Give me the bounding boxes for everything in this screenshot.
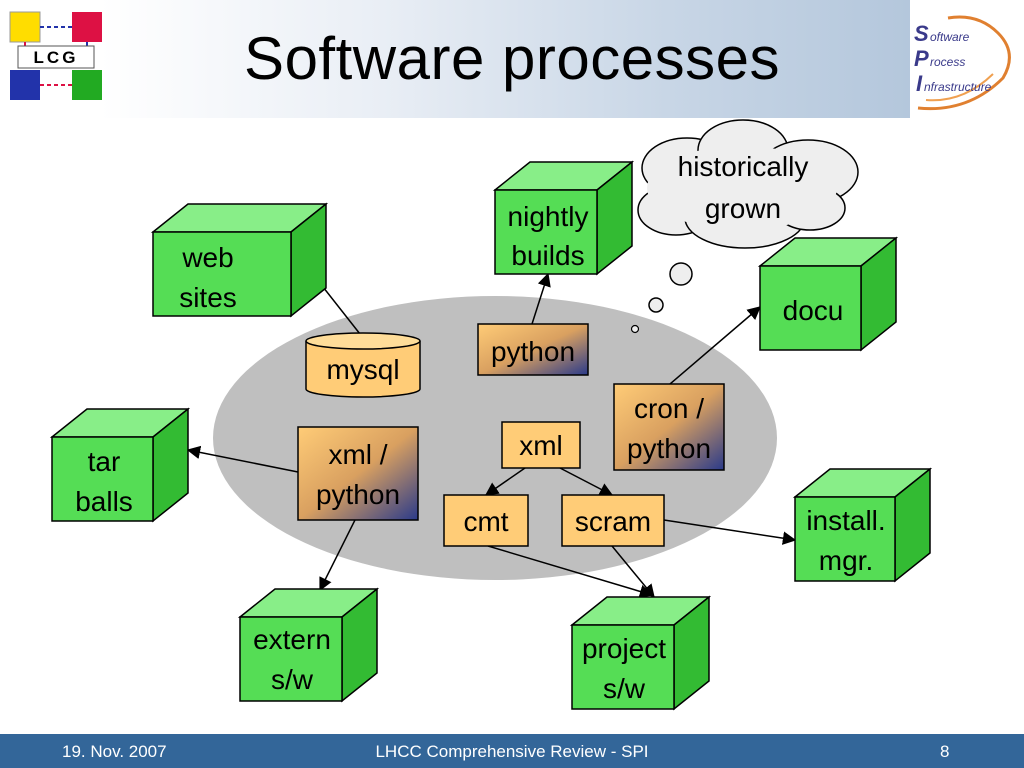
tool-cron-python-line-1: cron / (634, 393, 704, 424)
tool-xml-python-line-1: xml / (328, 439, 387, 470)
tool-xml-label: xml (519, 430, 563, 461)
cube-install-mgr-line-2: mgr. (819, 545, 873, 576)
cube-nightly-builds-line-1: nightly (508, 201, 589, 232)
tool-xml-python-line-2: python (316, 479, 400, 510)
cloud-line-1: historically (678, 151, 809, 182)
tool-mysql: mysql (305, 332, 421, 398)
cloud-callout: historically grown (630, 119, 859, 334)
cube-web-sites: web sites (150, 202, 329, 318)
tool-xml: xml (501, 421, 581, 469)
footer-date: 19. Nov. 2007 (62, 742, 167, 761)
lcg-logo-text: LCG (34, 48, 79, 67)
arrow-cmt-project (487, 545, 654, 598)
tool-scram-label: scram (575, 506, 651, 537)
cube-extern-sw-line-1: extern (253, 624, 331, 655)
arrow-python-nightly (531, 272, 551, 325)
arrow-scram-project (611, 545, 655, 599)
lcg-logo: LCG (9, 11, 102, 100)
process-diagram: historically grown web sites nightly bui… (49, 119, 933, 711)
cube-docu: docu (757, 236, 899, 352)
cube-install-mgr: install. mgr. (792, 467, 933, 583)
spi-s: S (914, 21, 929, 46)
spi-i: I (916, 71, 923, 96)
arrow-xml-scram (559, 467, 614, 496)
footer-page-number: 8 (940, 742, 950, 761)
cube-project-sw: project s/w (569, 595, 712, 711)
spi-rocess: rocess (930, 55, 965, 69)
tool-xml-python: xml / python (297, 426, 419, 521)
footer: 19. Nov. 2007 LHCC Comprehensive Review … (0, 734, 1024, 768)
cube-tar-balls-line-2: balls (75, 486, 133, 517)
cube-extern-sw-line-2: s/w (271, 664, 314, 695)
cube-docu-label: docu (783, 295, 844, 326)
arrow-scram-install (663, 519, 797, 545)
cube-nightly-builds-line-2: builds (511, 240, 584, 271)
tool-cron-python-line-2: python (627, 433, 711, 464)
tool-python: python (477, 323, 589, 376)
spi-oftware: oftware (930, 30, 970, 44)
arrow-xml-cmt (484, 467, 526, 496)
cube-tar-balls: tar balls (49, 407, 191, 523)
page-title: Software processes (244, 25, 780, 92)
tool-cmt-label: cmt (463, 506, 508, 537)
cube-project-sw-line-2: s/w (603, 673, 646, 704)
cube-web-sites-line-1: web (181, 242, 233, 273)
cube-install-mgr-line-1: install. (806, 505, 885, 536)
header-band (100, 0, 910, 118)
footer-title: LHCC Comprehensive Review - SPI (375, 742, 649, 761)
spi-nfrastructure: nfrastructure (924, 80, 992, 94)
tool-cron-python: cron / python (613, 383, 725, 471)
arrow-cron-docu (669, 306, 762, 385)
cube-project-sw-line-1: project (582, 633, 666, 664)
cube-tar-balls-line-1: tar (88, 446, 121, 477)
spi-logo: S oftware P rocess I nfrastructure (914, 15, 1011, 111)
cloud-line-2: grown (705, 193, 781, 224)
cube-extern-sw: extern s/w (237, 587, 380, 703)
cube-nightly-builds: nightly builds (492, 160, 635, 276)
cube-web-sites-line-2: sites (179, 282, 237, 313)
tool-mysql-label: mysql (326, 354, 399, 385)
spi-p: P (914, 46, 929, 71)
arrow-xmlpython-extern (319, 519, 356, 592)
tool-scram: scram (561, 494, 665, 547)
tool-cmt: cmt (443, 494, 529, 547)
tool-python-label: python (491, 336, 575, 367)
arrow-xmlpython-tarballs (186, 445, 299, 473)
